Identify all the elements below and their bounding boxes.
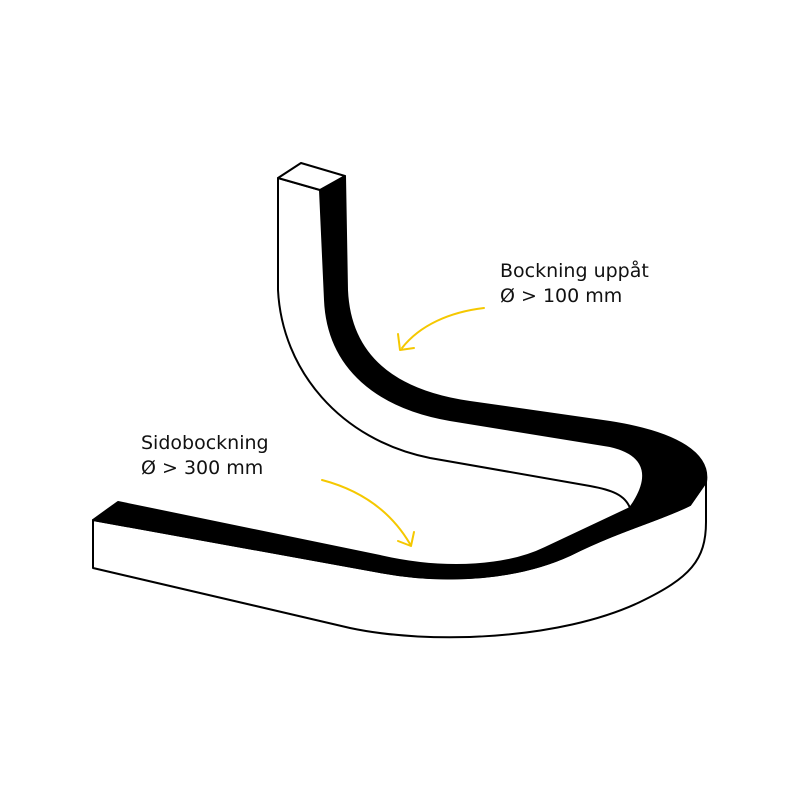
upward-bend-arrow [401, 307, 485, 349]
side-bend-top-face [92, 481, 707, 580]
upward-bend-title: Bockning uppåt [500, 260, 649, 282]
side-bend-diameter: Ø > 300 mm [141, 457, 264, 479]
upward-bend-diameter: Ø > 100 mm [500, 285, 623, 307]
bar-end-cap [277, 162, 346, 191]
side-bend-arrowhead [397, 531, 415, 547]
upward-bend-label: Bockning uppåt Ø > 100 mm [500, 259, 649, 309]
upward-bend-arrowhead [397, 333, 415, 351]
side-bend-arrow [321, 479, 411, 545]
side-bend-label: Sidobockning Ø > 300 mm [141, 431, 269, 481]
side-bend-title: Sidobockning [141, 432, 269, 454]
upward-bend-front-face [277, 177, 644, 509]
